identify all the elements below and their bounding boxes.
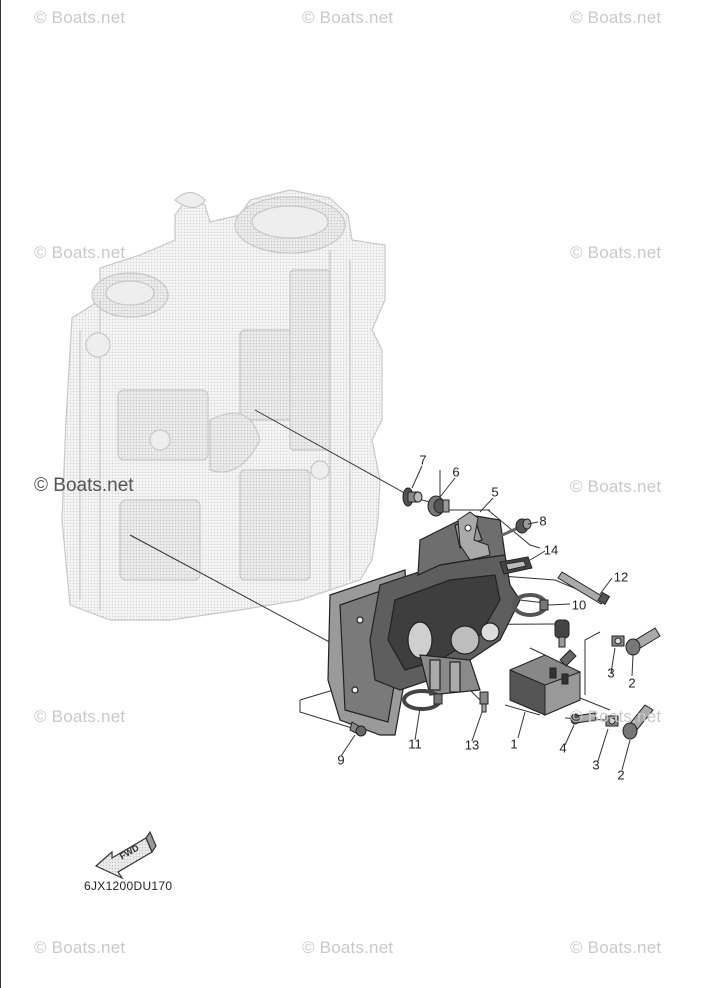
watermark: © Boats.net xyxy=(34,938,126,957)
part-3-nut-lower xyxy=(605,715,619,727)
callout-leaders xyxy=(340,465,634,771)
watermark: © Boats.net xyxy=(34,243,126,262)
callout-2-lower: 2 xyxy=(617,767,625,783)
callout-9: 9 xyxy=(337,752,345,768)
part-2-screw-upper xyxy=(625,627,661,656)
diagram-code: 6JX1200DU170 xyxy=(84,879,173,893)
watermark: © Boats.net xyxy=(302,938,394,957)
callout-4: 4 xyxy=(559,740,567,756)
part-8-bolt xyxy=(497,518,532,539)
part-4-bolt xyxy=(570,712,597,725)
watermark: © Boats.net xyxy=(34,8,126,27)
callout-2-upper: 2 xyxy=(628,675,636,691)
watermark: © Boats.net xyxy=(570,477,662,496)
part-5-bracket xyxy=(457,511,491,561)
part-13-bolt xyxy=(479,691,489,713)
part-10-clamp xyxy=(512,593,549,617)
callout-13: 13 xyxy=(464,737,480,753)
bracket-assembly xyxy=(327,514,521,736)
callout-14: 14 xyxy=(543,542,559,558)
engine-block-silhouette xyxy=(61,189,386,621)
callout-6: 6 xyxy=(452,464,460,480)
part-14-gasket xyxy=(499,556,533,575)
callout-8: 8 xyxy=(539,513,547,529)
watermark: © Boats.net xyxy=(570,8,662,27)
watermark: © Boats.net xyxy=(302,8,394,27)
part-1-switch-box xyxy=(509,647,581,716)
part-9-bolt xyxy=(349,721,367,737)
watermark: © Boats.net xyxy=(570,938,662,957)
part-12-rod xyxy=(557,571,611,606)
callout-3-upper: 3 xyxy=(607,665,615,681)
callout-5: 5 xyxy=(491,484,499,500)
part-6-collar xyxy=(427,495,450,517)
part-7-grommet xyxy=(402,487,423,507)
part-2-screw-lower xyxy=(622,704,654,740)
callout-10: 10 xyxy=(571,597,587,613)
callout-3-lower: 3 xyxy=(592,757,600,773)
fwd-arrow-icon xyxy=(94,830,157,880)
part-11-clamp xyxy=(402,689,443,711)
callout-11: 11 xyxy=(408,736,422,752)
callout-7: 7 xyxy=(419,452,427,468)
part-plug xyxy=(554,619,570,648)
watermark: © Boats.net xyxy=(570,243,662,262)
watermark: © Boats.net xyxy=(34,707,126,726)
part-3-nut-upper xyxy=(611,635,625,647)
watermark-center: © Boats.net xyxy=(34,475,134,496)
watermark: © Boats.net xyxy=(570,707,662,726)
callout-1: 1 xyxy=(510,736,518,752)
callout-12: 12 xyxy=(613,569,629,585)
